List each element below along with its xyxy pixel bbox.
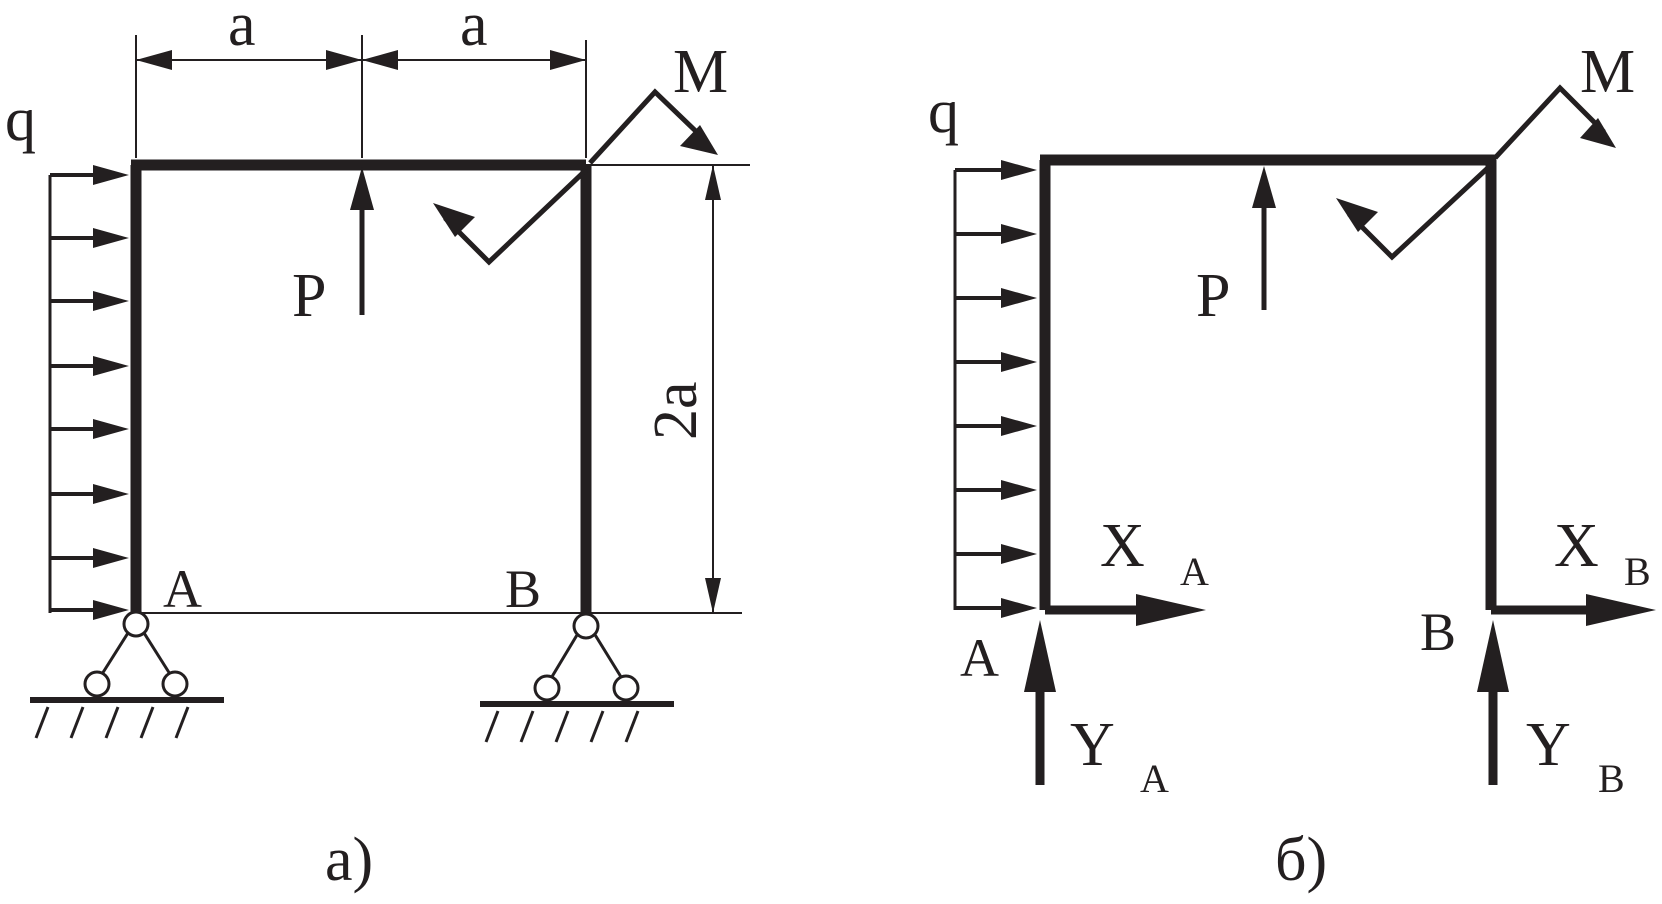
caption-a: а) — [325, 826, 373, 894]
load-arrow-head — [1001, 288, 1037, 308]
load-arrow-head — [1001, 480, 1037, 500]
reaction-label-xa: X A — [1100, 512, 1209, 594]
distributed-load-b — [953, 160, 1037, 618]
force-label-p-b: P — [1196, 262, 1230, 330]
load-arrow-head — [93, 228, 129, 248]
frame-b — [1039, 154, 1497, 610]
force-p-a — [350, 167, 374, 315]
force-label-p-a: P — [292, 262, 326, 330]
svg-text:A: A — [1140, 756, 1169, 801]
moment-arrowheads-b — [1336, 118, 1616, 232]
point-label-a: A — [960, 628, 999, 688]
svg-text:Y: Y — [1070, 711, 1115, 779]
force-p-b — [1252, 166, 1276, 310]
diagram-b — [953, 84, 1656, 785]
caption-b: б) — [1275, 826, 1327, 894]
reaction-label-yb: Y B — [1526, 711, 1625, 801]
dimension-label-2a: 2a — [642, 381, 710, 440]
dimension-arrowheads-a — [136, 50, 721, 613]
moment-m-b — [1347, 84, 1606, 261]
dimension-label-a-right: a — [460, 0, 488, 59]
load-arrow-head — [93, 484, 129, 504]
distributed-load-a — [48, 165, 129, 620]
support-label-a: A — [163, 559, 202, 619]
load-arrow-head — [93, 356, 129, 376]
point-label-b: B — [1420, 602, 1456, 662]
load-arrow-head — [1001, 224, 1037, 244]
dimension-label-a-left: a — [228, 0, 256, 59]
pin-support-a — [30, 610, 224, 739]
moment-m-a — [443, 88, 707, 266]
load-arrow-head — [93, 419, 129, 439]
svg-text:X: X — [1100, 512, 1145, 580]
svg-text:B: B — [1624, 549, 1651, 594]
load-arrow-head — [1001, 598, 1037, 618]
svg-text:A: A — [1180, 549, 1209, 594]
reaction-yb — [1477, 620, 1509, 785]
reaction-xb — [1491, 594, 1656, 626]
moment-label-m-b: M — [1580, 38, 1635, 106]
support-label-b: B — [505, 559, 541, 619]
load-label-q-b: q — [928, 78, 959, 146]
load-arrow-head — [1001, 416, 1037, 436]
load-arrow-head — [1001, 160, 1037, 180]
reaction-label-xb: X B — [1554, 512, 1651, 594]
diagram-a — [30, 35, 750, 743]
svg-text:B: B — [1598, 756, 1625, 801]
load-arrow-head — [93, 600, 129, 620]
svg-text:X: X — [1554, 512, 1599, 580]
pin-support-b — [480, 612, 674, 743]
svg-text:Y: Y — [1526, 711, 1571, 779]
load-label-q-a: q — [5, 86, 36, 154]
reaction-ya — [1024, 620, 1056, 785]
load-arrow-head — [1001, 544, 1037, 564]
load-arrow-head — [93, 291, 129, 311]
moment-arrowheads-a — [433, 125, 718, 237]
load-arrow-head — [1001, 352, 1037, 372]
moment-label-m-a: M — [673, 38, 728, 106]
dimension-lines-a — [135, 35, 750, 614]
frame-a — [130, 159, 592, 613]
load-arrow-head — [93, 165, 129, 185]
load-arrow-head — [93, 548, 129, 568]
reaction-xa — [1045, 594, 1206, 626]
reaction-label-ya: Y A — [1070, 711, 1169, 801]
